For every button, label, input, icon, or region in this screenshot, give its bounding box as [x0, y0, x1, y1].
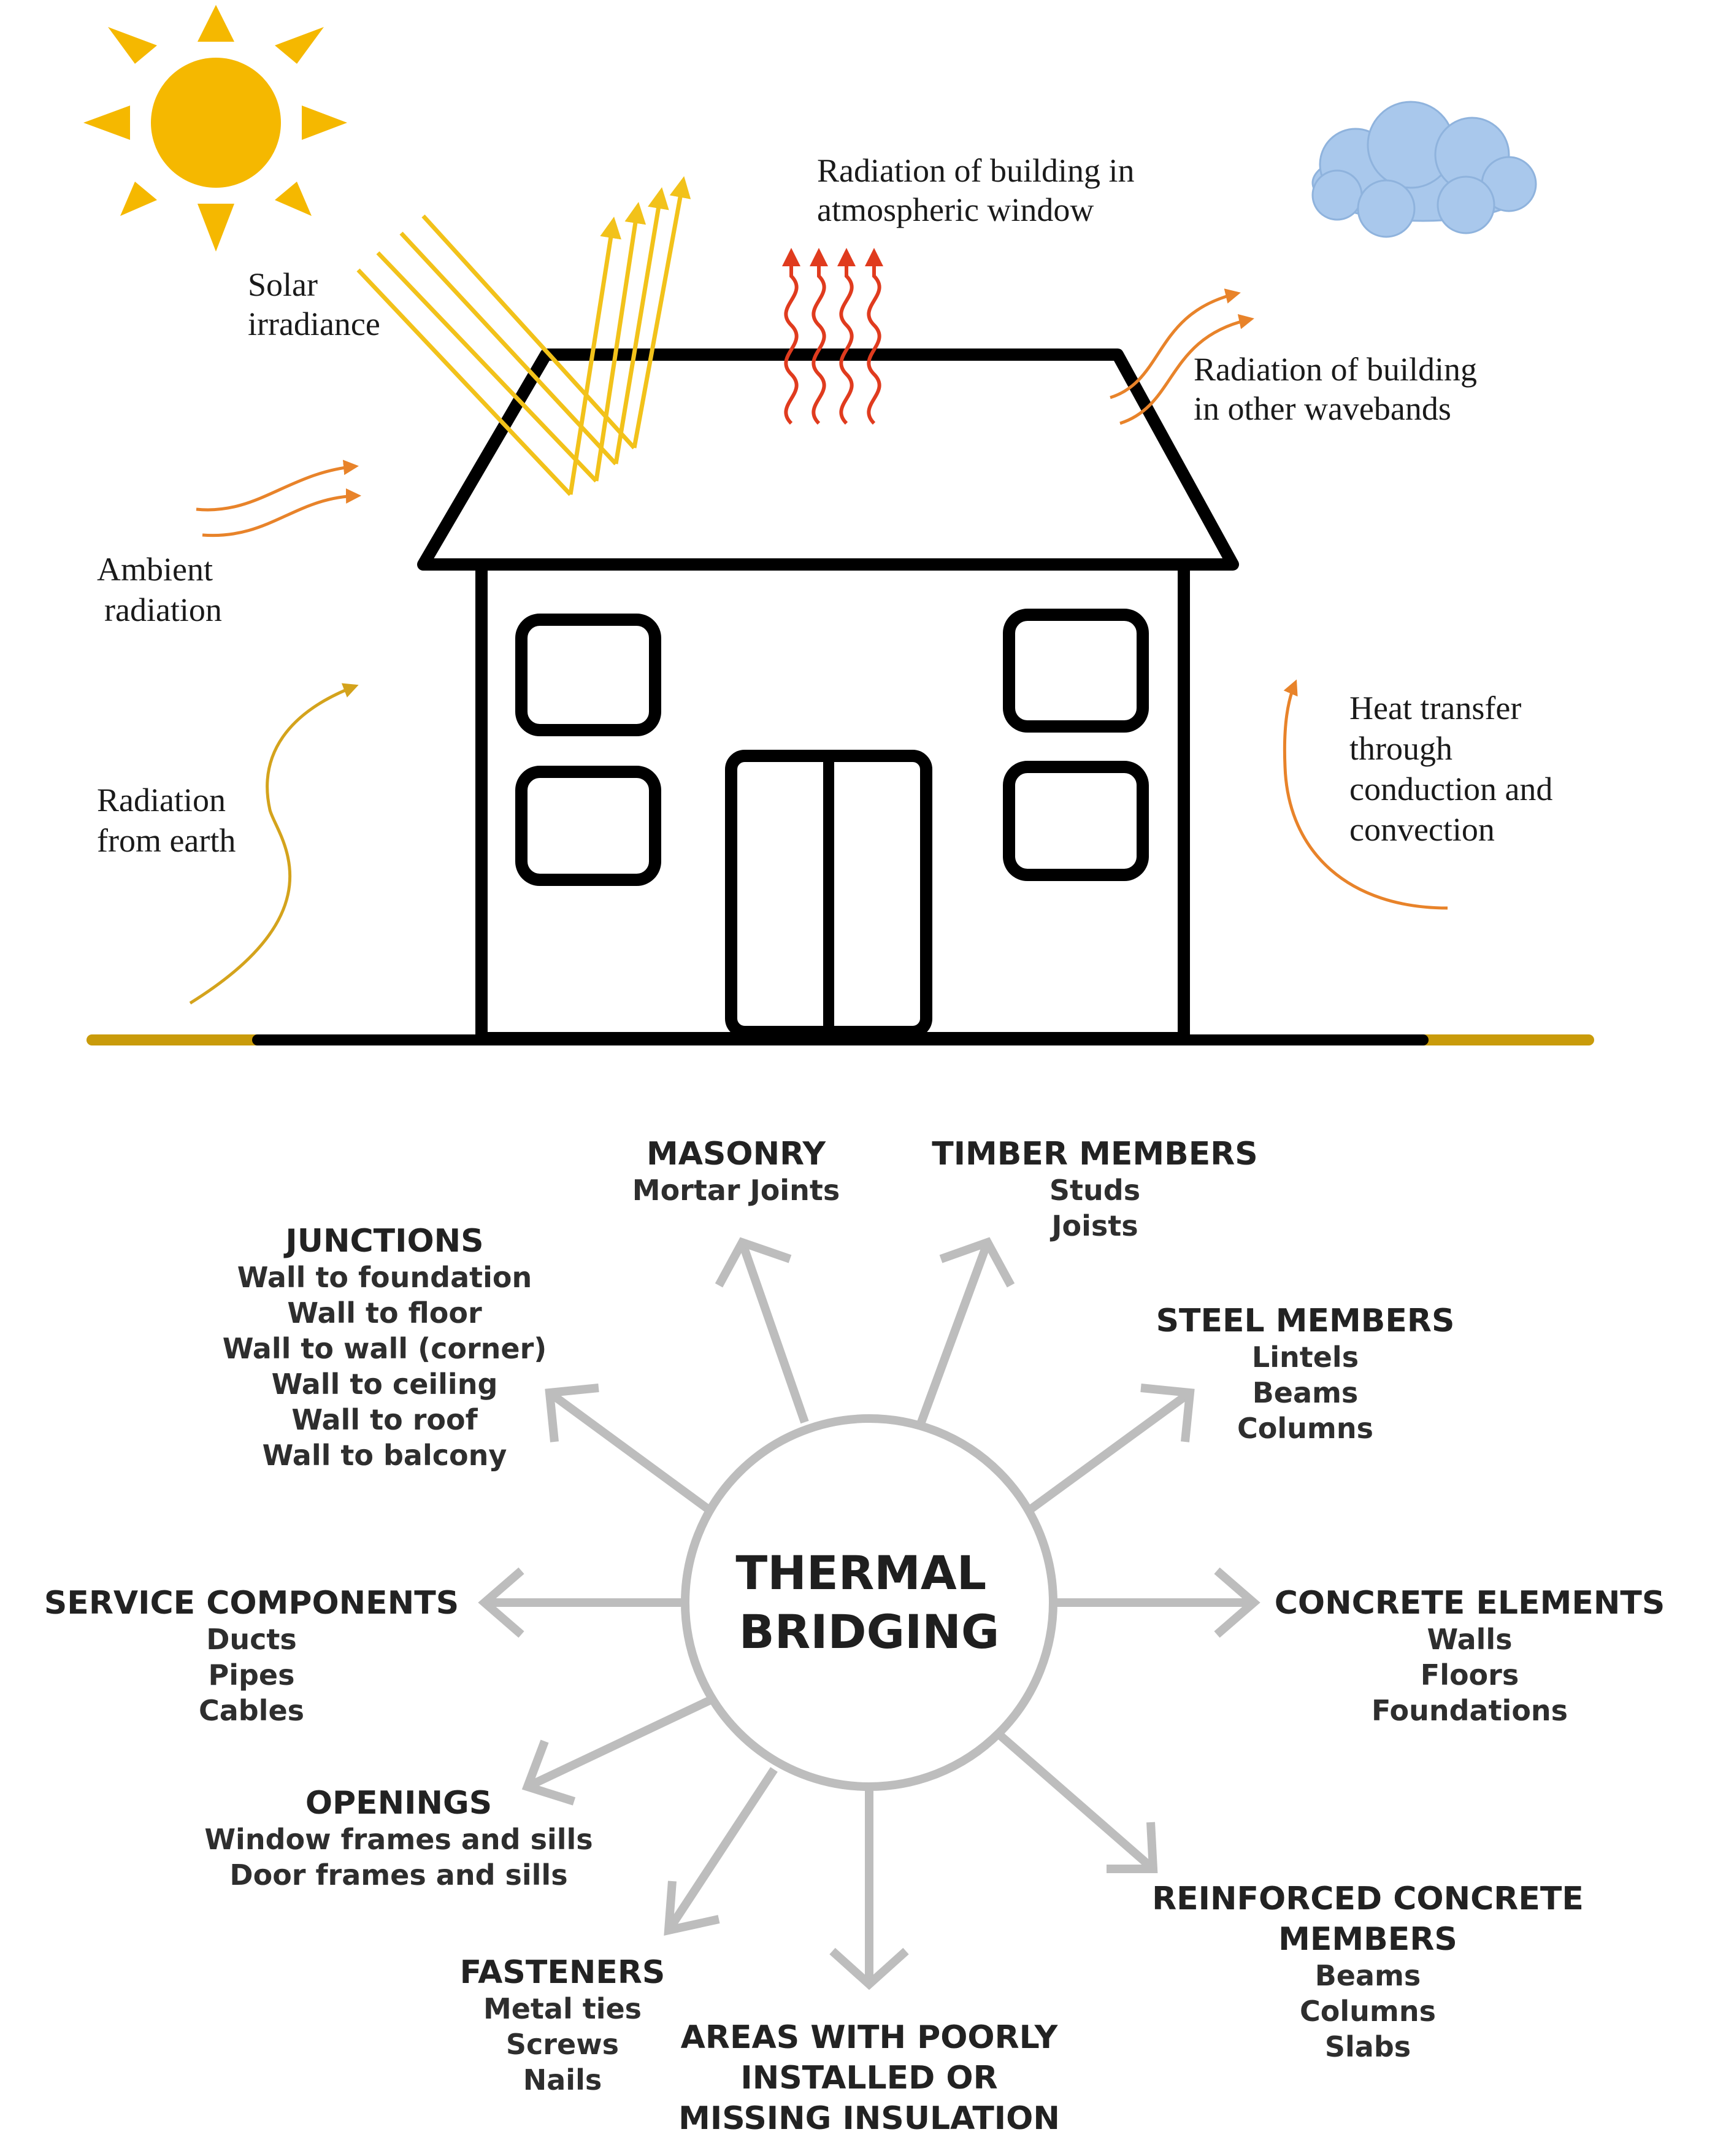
- category-item: Wall to ceiling: [272, 1368, 498, 1401]
- category-title: MASONRY: [646, 1136, 826, 1172]
- category-item: Lintels: [1252, 1341, 1359, 1374]
- category-item: Window frames and sills: [204, 1823, 593, 1856]
- category-item: Nails: [523, 2063, 602, 2096]
- cloud-icon: [1311, 101, 1537, 238]
- category-title: REINFORCED CONCRETE: [1152, 1881, 1584, 1917]
- category-title: AREAS WITH POORLY: [681, 2019, 1059, 2056]
- category-item: Columns: [1300, 1995, 1436, 2028]
- category-item: Beams: [1315, 1959, 1421, 1992]
- sun-icon: [83, 5, 347, 252]
- category-title: MEMBERS: [1278, 1921, 1457, 1958]
- category-item: Screws: [506, 2028, 619, 2061]
- conduction-arrow: [1283, 679, 1448, 910]
- category-title: JUNCTIONS: [283, 1223, 483, 1260]
- category-title: CONCRETE ELEMENTS: [1275, 1585, 1665, 1622]
- label-radiation-from-earth: Radiation from earth: [97, 782, 236, 859]
- category-title: TIMBER MEMBERS: [932, 1136, 1258, 1172]
- category-item: Wall to floor: [287, 1296, 482, 1330]
- window-bottom-left: [515, 766, 661, 886]
- category-item: Joists: [1049, 1209, 1138, 1242]
- thermal-bridging-title: THERMAL BRIDGING: [735, 1546, 1002, 1659]
- waveband-arrows: [1110, 288, 1254, 425]
- category-item: Foundations: [1372, 1694, 1568, 1727]
- thermal-bridging-circle: [681, 1414, 1057, 1791]
- category-item: Columns: [1237, 1412, 1373, 1445]
- category-item: Wall to roof: [291, 1403, 478, 1436]
- category-item: Studs: [1049, 1174, 1140, 1207]
- house-icon: [417, 348, 1239, 1044]
- category-poor-insulation: AREAS WITH POORLY INSTALLED OR MISSING INS…: [678, 2019, 1060, 2137]
- category-item: Slabs: [1325, 2030, 1411, 2063]
- window-top-left: [515, 614, 661, 736]
- earth-radiation-arrow: [189, 683, 359, 1005]
- window-bottom-right: [1003, 761, 1149, 881]
- category-title: STEEL MEMBERS: [1156, 1303, 1455, 1339]
- category-item: Cables: [199, 1694, 304, 1727]
- category-item: Walls: [1427, 1623, 1512, 1656]
- category-item: Beams: [1253, 1376, 1359, 1409]
- category-title: INSTALLED OR: [740, 2060, 997, 2096]
- category-title: OPENINGS: [305, 1785, 492, 1822]
- category-item: Door frames and sills: [229, 1858, 567, 1892]
- label-other-wavebands: Radiation of building in other wavebands: [1194, 351, 1485, 427]
- heat-wave-arrows: [782, 248, 883, 425]
- roof-shape: [417, 348, 1239, 571]
- category-item: Wall to foundation: [237, 1261, 532, 1294]
- solar-rays: [356, 176, 691, 496]
- label-atmospheric-window: Radiation of building in atmospheric win…: [817, 152, 1143, 228]
- category-item: Wall to balcony: [263, 1439, 507, 1472]
- bridging-arrows: [478, 1237, 1260, 1990]
- category-item: Mortar Joints: [632, 1174, 840, 1207]
- label-heat-transfer: Heat transfer through conduction and con…: [1349, 690, 1561, 848]
- category-item: Metal ties: [483, 1992, 642, 2025]
- label-solar-irradiance: Solar irradiance: [248, 266, 380, 342]
- window-top-right: [1003, 609, 1149, 733]
- category-item: Pipes: [209, 1658, 295, 1692]
- category-item: Floors: [1421, 1658, 1519, 1692]
- label-ambient-radiation: Ambient radiation: [97, 551, 222, 628]
- category-item: Wall to wall (corner): [223, 1332, 547, 1365]
- category-item: Ducts: [206, 1623, 297, 1656]
- category-title: FASTENERS: [460, 1954, 666, 1991]
- category-title: MISSING INSULATION: [678, 2100, 1060, 2137]
- ambient-radiation-arrows: [196, 460, 361, 537]
- category-title: SERVICE COMPONENTS: [44, 1585, 459, 1622]
